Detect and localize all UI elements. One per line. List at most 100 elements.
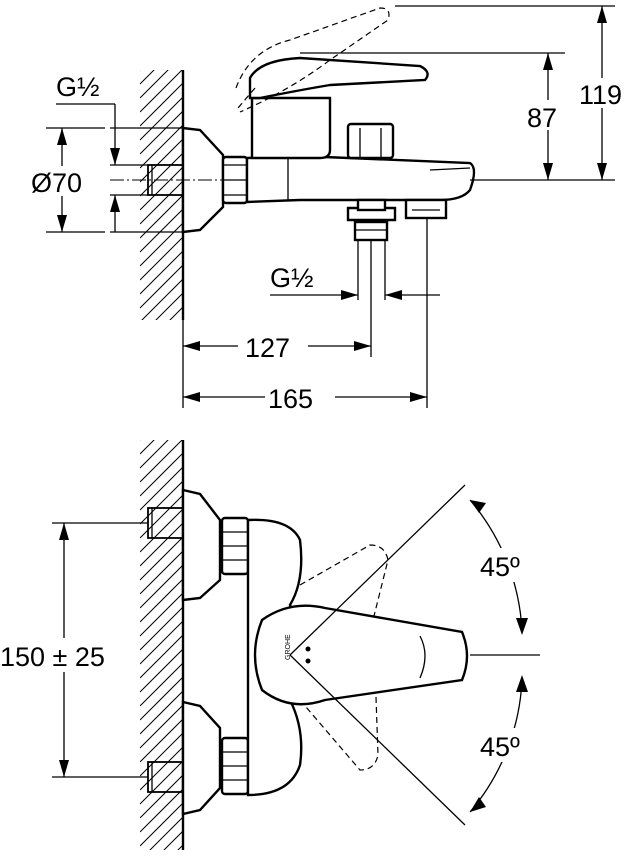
hatch-line	[140, 508, 183, 553]
hatch-line	[140, 536, 183, 581]
hatch-line	[140, 662, 183, 707]
arrow-head	[57, 215, 67, 232]
hatch-line	[140, 152, 183, 197]
label-bg	[525, 100, 570, 130]
hatch-line	[140, 70, 141, 71]
hatch-line	[140, 452, 183, 497]
arrow-head	[183, 392, 200, 402]
arrow-head	[470, 500, 486, 513]
angle-line-upper	[289, 484, 466, 656]
upper-rosette	[181, 488, 222, 602]
lever-handle-front	[253, 604, 469, 706]
lever-handle	[248, 56, 429, 100]
hatch-line	[169, 306, 183, 320]
inlet-spacing-label: 150 ± 25	[0, 642, 105, 672]
hatch-line	[140, 522, 183, 567]
label-bg	[238, 330, 308, 362]
angle-upper-label: 45º	[480, 552, 520, 582]
hatch-line	[140, 746, 183, 791]
depth-total-label: 165	[268, 384, 313, 414]
front-view: GROHE 45º 45º 150 ± 25	[0, 440, 540, 850]
hatch-line	[140, 321, 183, 364]
arrow-head	[183, 341, 200, 351]
side-view: G½ Ø70 87 119 G½ 127	[30, 5, 624, 414]
hatch-line	[140, 70, 155, 85]
hatch-line	[140, 676, 183, 721]
arrow-head	[516, 618, 528, 635]
hatch-line	[140, 440, 183, 483]
arrow-head	[385, 290, 402, 300]
height-spout-label: 87	[527, 103, 557, 133]
hatch-line	[140, 440, 169, 469]
label-bg	[0, 638, 130, 672]
depth-outlet-label: 127	[245, 333, 290, 363]
arrow-head	[341, 290, 358, 300]
hatch-line	[140, 236, 183, 281]
hatch-line	[140, 578, 183, 623]
hatch-line	[140, 718, 183, 763]
lever-upper-position	[299, 544, 389, 641]
lever-raised-outline	[235, 7, 390, 113]
arrow-head	[110, 195, 120, 212]
hatch-line	[155, 292, 183, 320]
hatch-line	[140, 774, 183, 819]
wall-hatch-top	[140, 70, 183, 364]
hatch-line	[141, 278, 183, 320]
angle-lower-label: 45º	[480, 732, 520, 762]
hatch-line	[140, 124, 183, 169]
hatch-line	[140, 648, 183, 693]
hatch-line	[140, 704, 183, 749]
brand-mark: GROHE	[285, 634, 292, 660]
angle-line-lower	[289, 654, 466, 826]
hatch-line	[140, 592, 183, 637]
label-bg	[470, 548, 535, 582]
lever-contour	[419, 635, 426, 679]
arrow-head	[543, 53, 553, 70]
diameter-label: Ø70	[31, 168, 82, 198]
indicator-dot	[305, 658, 311, 664]
hatch-line	[177, 844, 183, 850]
hatch-line	[140, 634, 183, 679]
arrow-head	[597, 6, 607, 23]
thread-inlet-label: G½	[56, 72, 100, 102]
hatch-line	[140, 70, 183, 113]
hatch-line	[140, 110, 183, 155]
arrow-head	[110, 148, 120, 165]
hatch-line	[140, 466, 183, 511]
hatch-line	[140, 70, 169, 99]
outlet-nut	[353, 220, 389, 242]
hatch-line	[140, 620, 183, 665]
label-bg	[470, 728, 535, 762]
spout-aerator	[404, 198, 448, 220]
arrow-head	[57, 128, 67, 145]
hatch-line	[140, 732, 183, 777]
lower-rosette	[181, 700, 222, 816]
arrow-head	[470, 797, 486, 812]
arrow-head	[59, 760, 69, 777]
label-bg	[30, 166, 100, 196]
wall-hatch-bottom	[140, 440, 183, 850]
arrow-head	[59, 523, 69, 540]
lever-column	[250, 96, 332, 160]
hatch-line	[140, 802, 183, 847]
hatch-line	[140, 82, 183, 127]
hatch-line	[140, 250, 183, 295]
hatch-line	[140, 138, 183, 183]
mixer-body	[245, 154, 476, 204]
lever-raised-outline	[237, 87, 256, 109]
hatch-line	[140, 606, 183, 651]
hatch-line	[140, 480, 183, 525]
hatch-line	[140, 440, 141, 441]
diverter-knob	[346, 122, 395, 160]
hatch-line	[140, 760, 183, 805]
hatch-line	[140, 690, 183, 735]
hatch-line	[140, 494, 183, 539]
spout-line	[429, 167, 471, 171]
hatch-line	[140, 166, 183, 211]
hatch-line	[140, 194, 183, 239]
indicator-dot	[305, 646, 311, 652]
hatch-line	[140, 788, 183, 833]
hatch-line	[140, 264, 183, 309]
hatch-line	[140, 96, 183, 141]
